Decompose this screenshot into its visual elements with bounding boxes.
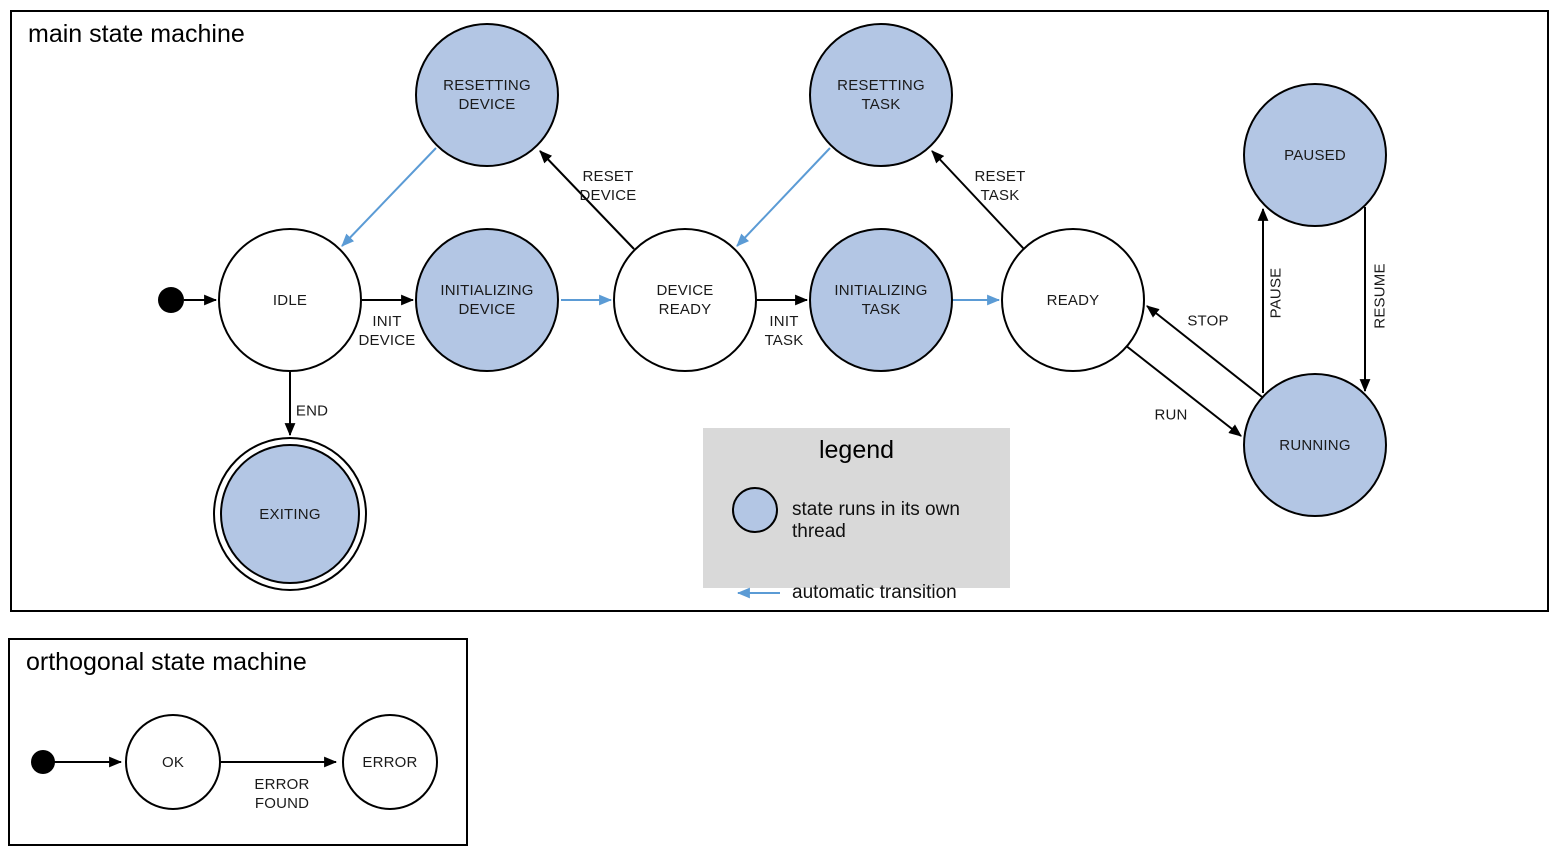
state-initializing-task-label: INITIALIZING TASK: [834, 282, 928, 318]
threaded-state-swatch-icon: [732, 487, 778, 533]
orthogonal-state-machine-frame: orthogonal state machine: [8, 638, 468, 846]
orthogonal-state-machine-title: orthogonal state machine: [26, 648, 307, 676]
transition-label-pause: PAUSE: [1267, 267, 1285, 319]
state-ready: READY: [1001, 228, 1145, 372]
state-paused-label: PAUSED: [1284, 146, 1346, 164]
initial-state-dot-main: [158, 287, 184, 313]
legend-panel: legend state runs in its own thread auto…: [703, 428, 1010, 603]
state-resetting-device: RESETTING DEVICE: [415, 23, 559, 167]
state-ready-label: READY: [1046, 291, 1100, 309]
transition-label-init-task: INIT TASK: [764, 313, 804, 349]
state-ok-label: OK: [161, 753, 185, 771]
state-exiting: EXITING: [220, 444, 360, 584]
initial-state-dot-orthogonal: [31, 750, 55, 774]
state-idle-label: IDLE: [272, 291, 308, 309]
state-initializing-device: INITIALIZING DEVICE: [415, 228, 559, 372]
state-resetting-task: RESETTING TASK: [809, 23, 953, 167]
state-resetting-device-label: RESETTING DEVICE: [443, 77, 531, 113]
state-exiting-final-ring: EXITING: [213, 437, 367, 591]
state-running-label: RUNNING: [1279, 436, 1351, 454]
transition-label-run: RUN: [1154, 406, 1188, 424]
transition-label-end: END: [295, 402, 329, 420]
transition-label-reset-task: RESET TASK: [974, 168, 1026, 204]
transition-label-error-found: ERROR FOUND: [254, 776, 310, 812]
transition-label-init-device: INIT DEVICE: [358, 313, 416, 349]
state-exiting-label: EXITING: [259, 505, 321, 523]
state-device-ready-label: DEVICE READY: [656, 282, 714, 318]
transition-label-resume: RESUME: [1371, 263, 1389, 329]
state-initializing-task: INITIALIZING TASK: [809, 228, 953, 372]
state-running: RUNNING: [1243, 373, 1387, 517]
state-paused: PAUSED: [1243, 83, 1387, 227]
legend-automatic-label: automatic transition: [792, 582, 957, 603]
state-resetting-task-label: RESETTING TASK: [837, 77, 925, 113]
state-error-label: ERROR: [362, 753, 418, 771]
automatic-transition-arrow-icon: [736, 587, 780, 599]
state-idle: IDLE: [218, 228, 362, 372]
legend-title: legend: [818, 436, 895, 464]
state-initializing-device-label: INITIALIZING DEVICE: [440, 282, 534, 318]
legend-threaded-label: state runs in its own thread: [792, 499, 960, 542]
transition-label-reset-device: RESET DEVICE: [579, 168, 637, 204]
main-state-machine-frame: main state machine: [10, 10, 1549, 612]
state-error: ERROR: [342, 714, 438, 810]
transition-label-stop: STOP: [1187, 312, 1229, 330]
state-device-ready: DEVICE READY: [613, 228, 757, 372]
state-ok: OK: [125, 714, 221, 810]
main-state-machine-title: main state machine: [28, 20, 245, 48]
